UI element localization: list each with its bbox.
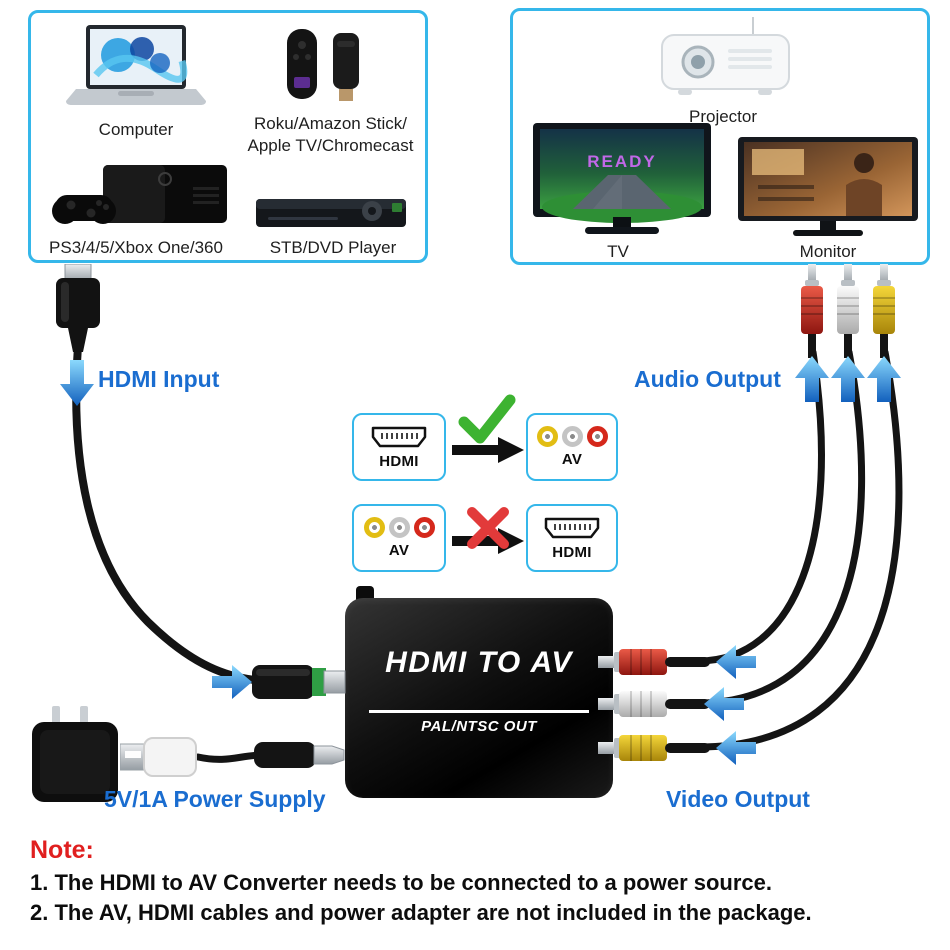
red-rca-plug-converter — [598, 649, 710, 675]
guide-hdmi-label: HDMI — [552, 543, 592, 561]
yellow-video-cable — [694, 348, 903, 751]
cross-mark-icon — [467, 507, 509, 549]
red-rca-plug-top — [801, 264, 823, 358]
micro-usb-plug-image — [254, 742, 345, 768]
monitor-image — [738, 137, 918, 236]
rca-jacks-icon — [536, 426, 608, 447]
arrow-left-icon — [704, 687, 744, 721]
hdmi-connector-icon — [371, 426, 427, 447]
hdmi-connector-icon — [544, 517, 600, 538]
power-adapter-image — [32, 706, 118, 802]
video-output-label: Video Output — [666, 786, 810, 812]
arrow-right-icon — [212, 665, 252, 699]
converter-divider — [369, 710, 589, 713]
game-console-label: PS3/4/5/Xbox One/360 — [49, 238, 223, 257]
arrow-right-black-icon — [452, 437, 524, 463]
yellow-rca-jack-icon — [363, 517, 385, 538]
note-heading: Note: — [30, 836, 94, 864]
white-rca-jack-icon — [561, 426, 583, 447]
arrow-up-icon — [831, 356, 865, 402]
white-rca-plug-top — [837, 264, 859, 358]
arrow-down-icon — [60, 360, 94, 406]
note-line-2: 2. The AV, HDMI cables and power adapter… — [30, 900, 812, 925]
guide-hdmi-label: HDMI — [379, 452, 419, 470]
dvd-player-image — [256, 199, 406, 227]
note-line-1: 1. The HDMI to AV Converter needs to be … — [30, 870, 773, 895]
hdmi-input-cable — [72, 342, 270, 685]
red-rca-jack-icon — [413, 517, 435, 538]
display-devices-panel: Projector READY TV Monitor — [510, 8, 930, 265]
streaming-stick-image — [287, 29, 359, 101]
arrow-up-icon — [867, 356, 901, 402]
audio-output-label: Audio Output — [634, 366, 781, 392]
dvd-player-label: STB/DVD Player — [269, 238, 397, 257]
hdmi-plug-to-converter — [252, 665, 346, 699]
guide-av-box-2: AV — [352, 504, 446, 572]
yellow-rca-plug-converter — [598, 735, 710, 761]
power-cable — [194, 751, 264, 763]
converter-title: HDMI TO AV — [385, 646, 573, 679]
tv-label: TV — [607, 242, 629, 261]
projector-image — [661, 17, 790, 95]
guide-av-label: AV — [561, 451, 583, 468]
rca-jacks-icon — [363, 517, 435, 538]
power-supply-label: 5V/1A Power Supply — [104, 786, 326, 812]
white-rca-jack-icon — [388, 517, 410, 538]
arrow-left-icon — [716, 731, 756, 765]
computer-label: Computer — [98, 120, 174, 139]
tv-image: READY — [533, 123, 711, 234]
guide-hdmi-box-1: HDMI — [352, 413, 446, 481]
monitor-label: Monitor — [799, 242, 857, 261]
red-rca-jack-icon — [586, 426, 608, 447]
hdmi-input-label: HDMI Input — [98, 366, 220, 392]
check-mark-icon — [458, 394, 516, 444]
source-devices-panel: Computer Roku/Amazon Stick/ Apple TV/Chr… — [28, 10, 428, 263]
white-rca-plug-converter — [598, 691, 710, 717]
usb-a-connector-image — [120, 737, 197, 777]
converter-device: HDMI TO AV PAL/NTSC OUT — [345, 598, 613, 798]
white-audio-cable — [694, 348, 866, 707]
yellow-rca-jack-icon — [536, 426, 558, 447]
arrow-left-icon — [716, 645, 756, 679]
guide-av-box-1: AV — [526, 413, 618, 481]
arrow-up-icon — [795, 356, 829, 402]
projector-label: Projector — [688, 107, 758, 126]
tv-screen-text: READY — [587, 152, 657, 171]
guide-av-label: AV — [388, 542, 410, 559]
converter-subtitle: PAL/NTSC OUT — [421, 718, 537, 735]
guide-hdmi-box-2: HDMI — [526, 504, 618, 572]
yellow-rca-plug-top — [873, 264, 895, 358]
hdmi-input-plug — [56, 264, 100, 352]
game-console-image — [52, 165, 227, 224]
streaming-stick-label: Roku/Amazon Stick/ Apple TV/Chromecast — [247, 114, 414, 155]
computer-image — [66, 25, 206, 105]
